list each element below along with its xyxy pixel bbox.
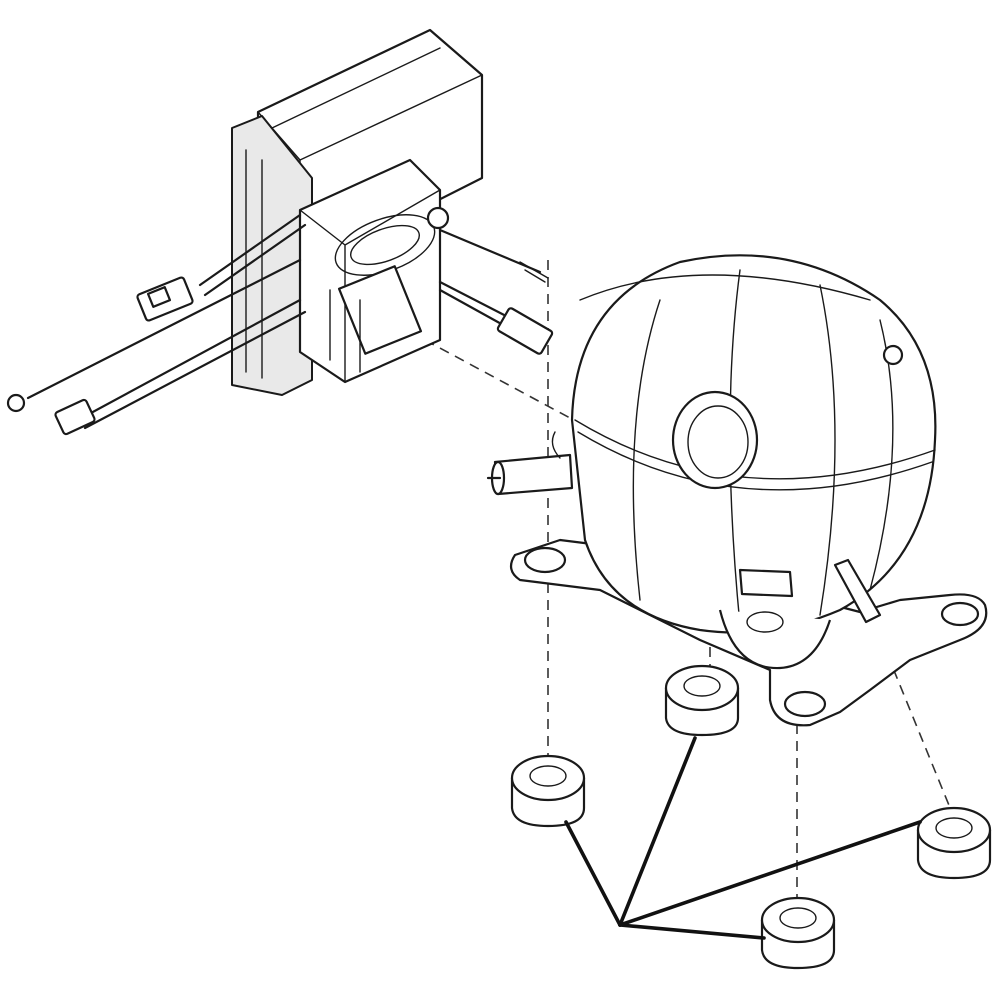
grommets <box>510 664 992 970</box>
relay-plate-ribs <box>245 149 263 379</box>
discharge-tube <box>833 558 882 624</box>
wire-1 <box>198 213 302 287</box>
leader-to-grommet-3 <box>618 820 922 927</box>
grommet[interactable] <box>916 806 992 880</box>
grommet[interactable] <box>664 664 740 737</box>
wire-4 <box>438 228 542 274</box>
terminal-cover-inner <box>687 405 749 479</box>
grommet[interactable] <box>510 754 586 828</box>
ring-terminal <box>6 393 26 413</box>
mount-hole-left <box>523 546 567 574</box>
grommet-hole <box>935 817 973 839</box>
foot-stud-1 <box>746 611 784 633</box>
grommet-top <box>916 806 992 854</box>
wire-5 <box>438 280 512 320</box>
connector-plug-3 <box>496 307 554 355</box>
leader-to-grommet-4 <box>618 923 766 940</box>
grommet[interactable] <box>760 896 836 970</box>
dome-seam-band-2 <box>577 431 933 491</box>
leader-to-grommet-1 <box>618 736 697 927</box>
relay-cover-top-line <box>271 47 441 129</box>
dome-curve-1 <box>632 299 661 601</box>
connector-plug-1-detail <box>146 286 172 308</box>
dome-curve-3 <box>819 284 836 616</box>
wire-harness[interactable] <box>6 213 554 436</box>
dome-seam-band <box>574 419 936 480</box>
grommet-top <box>760 896 836 944</box>
process-tube <box>493 453 574 496</box>
grommet-hole <box>529 765 567 787</box>
grommet-hole <box>779 907 817 929</box>
relay-coil-inner <box>350 224 420 266</box>
wire-2 <box>26 258 302 400</box>
alignment-line-relay <box>424 339 571 419</box>
grommet-hole <box>683 675 721 697</box>
leader-to-grommet-2 <box>564 820 622 927</box>
wire-3 <box>76 298 302 422</box>
relay-terminals <box>329 289 361 373</box>
grommet-top <box>510 754 586 802</box>
grommet-top <box>664 664 740 712</box>
mount-bracket-left <box>551 431 561 459</box>
wire-3b <box>83 310 307 430</box>
wire-1b <box>203 223 307 297</box>
dome-lug <box>882 344 904 366</box>
mount-hole-right <box>940 601 980 627</box>
relay-overload-assembly[interactable] <box>231 28 484 396</box>
suction-tube <box>738 568 794 598</box>
leader-lines <box>564 736 922 940</box>
relay-body-edges <box>299 189 441 383</box>
wire-5b <box>438 288 507 328</box>
dome-seam-top <box>579 274 871 301</box>
connector-plug-2 <box>54 398 96 436</box>
mount-hole-front <box>783 690 827 718</box>
wire-end-strands <box>519 261 549 283</box>
compressor[interactable] <box>486 254 988 727</box>
relay-terminal-pin <box>426 206 450 230</box>
